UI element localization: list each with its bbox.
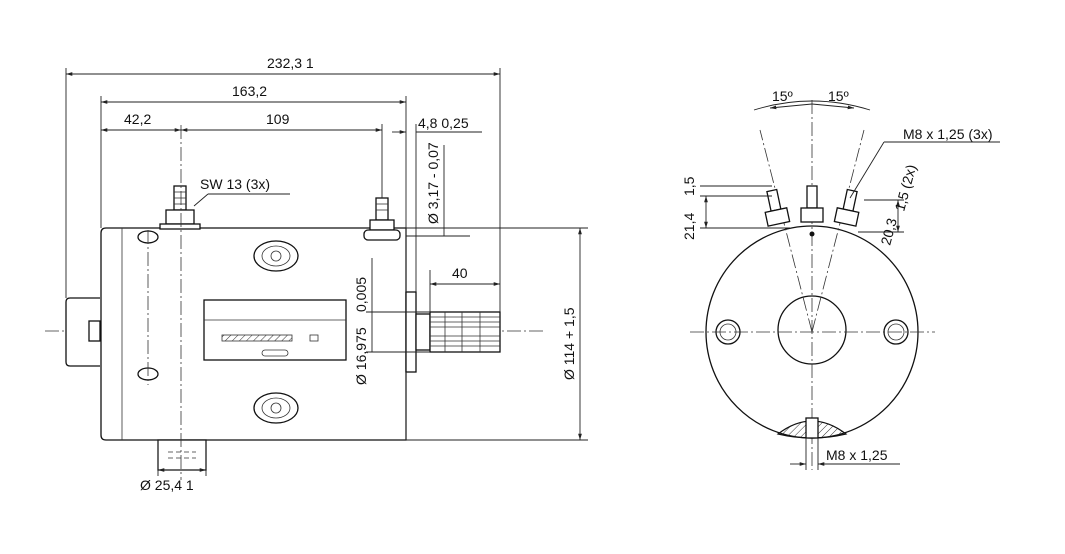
dim-chamfer: 1,5 (2x) <box>891 163 919 213</box>
dim-overall-length: 232,3 1 <box>267 55 314 71</box>
upper-mount-boss <box>253 240 299 272</box>
terminal-stud-right <box>363 197 401 241</box>
dim-shaft-tolerance: 0,005 <box>353 277 369 312</box>
dim-terminal-spacing: 109 <box>266 111 290 127</box>
terminal-stud-left <box>159 185 201 230</box>
rear-nut <box>88 320 101 342</box>
dim-left-offset: 42,2 <box>124 111 151 127</box>
label-mount-thread: M8 x 1,25 <box>826 447 888 463</box>
end-terminal-center <box>800 185 824 223</box>
dim-shaft-length: 40 <box>452 265 468 281</box>
front-flange <box>405 291 417 373</box>
dim-shaft-diameter: Ø 16,975 <box>353 327 369 385</box>
plate-label <box>221 334 293 342</box>
label-terminal-thread: M8 x 1,25 (3x) <box>903 126 992 142</box>
dim-flange: 4,8 0,25 <box>418 115 469 131</box>
lower-mount-boss <box>253 392 299 424</box>
dim-angle-left: 15º <box>772 88 793 104</box>
shaft-collar <box>415 313 431 351</box>
angle-arc <box>753 100 871 111</box>
dim-height-small: 1,5 <box>681 176 697 196</box>
shaft <box>429 311 501 353</box>
label-terminal-wrench: SW 13 (3x) <box>200 176 270 192</box>
terminal-center-dot <box>809 231 815 237</box>
bottom-foot <box>157 439 207 471</box>
dim-shaft-flat: Ø 3,17 - 0,07 <box>425 142 441 224</box>
end-terminal-left <box>764 188 791 227</box>
dim-height-large: 21,4 <box>681 213 697 240</box>
dim-body-diameter: Ø 114 + 1,5 <box>561 307 577 380</box>
shaft-splines <box>430 312 500 352</box>
rear-boss <box>65 297 100 367</box>
dim-foot-diameter: Ø 25,4 1 <box>140 477 194 493</box>
side-view: 232,3 1 163,2 42,2 109 4,8 0,25 SW 13 (3… <box>45 55 588 493</box>
end-terminal-right <box>833 188 860 227</box>
dim-body-length: 163,2 <box>232 83 267 99</box>
name-plate <box>203 299 347 361</box>
dim-offset: 20,3 <box>877 216 900 247</box>
dim-angle-right: 15º <box>828 88 849 104</box>
end-view: 15º 15º M8 x 1,25 (3x) 1,5 21,4 1,5 (2x)… <box>681 88 1000 470</box>
bottom-thread-hole <box>805 417 819 439</box>
